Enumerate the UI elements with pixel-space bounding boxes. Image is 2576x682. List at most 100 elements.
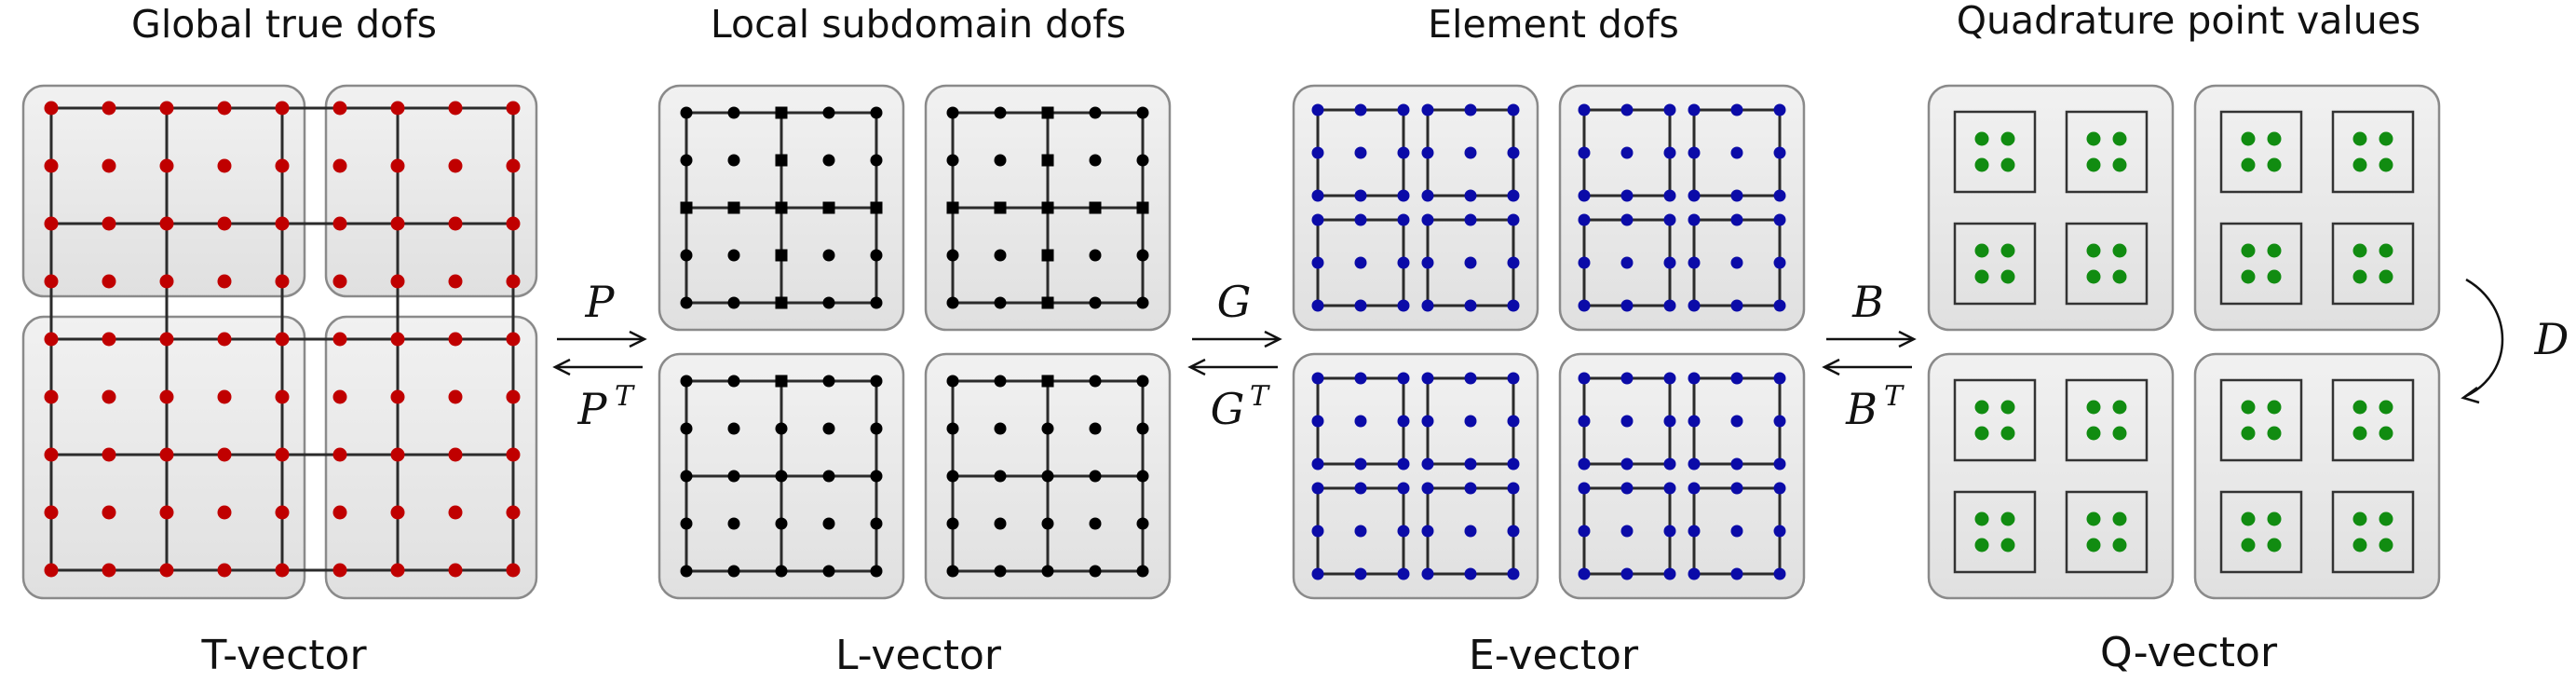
e-dof-point (1773, 299, 1786, 312)
l-dof-point (727, 106, 740, 119)
t-panel-top-right (324, 84, 538, 298)
e-dof-point (1354, 567, 1367, 580)
l-dof-point (727, 375, 740, 388)
e-dof-point (1688, 457, 1701, 471)
operator-b-forward-arrowhead (1898, 330, 1917, 348)
t-dof-point (506, 274, 521, 289)
operator-g-backward-label: G (1211, 384, 1245, 434)
e-dof-point (1354, 299, 1367, 312)
e-panel-tr (1558, 84, 1806, 332)
l-dof-point (870, 375, 883, 388)
t-dof-point (332, 332, 347, 347)
t-dof-point (390, 563, 405, 578)
e-dof-point (1507, 299, 1520, 312)
l-dof-point (1136, 249, 1149, 262)
e-dof-point (1421, 372, 1434, 385)
l-dof-point (946, 470, 959, 483)
l-dof-point (946, 565, 959, 578)
e-dof-point (1663, 299, 1676, 312)
q-point (2000, 157, 2015, 172)
l-dof-point (1089, 106, 1102, 119)
t-panel-bottom-right (324, 315, 538, 600)
e-dof-point (1507, 256, 1520, 269)
l-dof-point (727, 517, 740, 530)
e-dof-point (1311, 567, 1324, 580)
l-dof-point (680, 106, 693, 119)
q-element-box (2219, 490, 2303, 574)
e-dof-point (1578, 482, 1591, 495)
e-dof-point (1464, 415, 1477, 428)
stage-title-e: Element dofs (1428, 2, 1679, 47)
t-dof-point (102, 274, 116, 289)
l-dof-point (1089, 249, 1102, 262)
l-dof-point (822, 249, 835, 262)
operator-g-forward-arrowhead (1264, 330, 1282, 348)
e-dof-point (1578, 299, 1591, 312)
t-dof-point (159, 216, 174, 231)
e-dof-point (1507, 415, 1520, 428)
q-panel-br (2193, 352, 2441, 600)
q-point (2241, 538, 2256, 552)
t-dof-point (275, 274, 290, 289)
t-dof-point (102, 216, 116, 231)
l-dof-point (870, 249, 883, 262)
t-dof-point (390, 332, 405, 347)
l-dof-point (870, 296, 883, 309)
t-dof-point (332, 158, 347, 173)
q-panel-bl (1927, 352, 2175, 600)
q-point (1974, 269, 1989, 284)
e-dof-point (1620, 372, 1634, 385)
q-point (2112, 426, 2127, 441)
t-dof-point (448, 101, 463, 116)
t-dof-point (217, 447, 232, 462)
e-dof-point (1354, 457, 1367, 471)
e-dof-point (1397, 146, 1410, 159)
e-dof-point (1730, 299, 1743, 312)
l-shared-dof-point (680, 201, 693, 214)
t-dof-point (159, 274, 174, 289)
t-dof-point (44, 389, 59, 404)
e-dof-point (1507, 103, 1520, 116)
q-point (1974, 243, 1989, 258)
q-point (2379, 538, 2393, 552)
l-dof-point (1089, 565, 1102, 578)
q-element-box (2065, 378, 2149, 462)
t-dof-point (217, 274, 232, 289)
l-dof-point (775, 517, 788, 530)
t-dof-point (44, 274, 59, 289)
e-dof-point (1354, 213, 1367, 226)
l-dof-point (1136, 375, 1149, 388)
t-dof-point (102, 158, 116, 173)
e-dof-point (1507, 567, 1520, 580)
l-shared-dof-point (1089, 201, 1102, 214)
l-dof-point (1041, 470, 1054, 483)
e-dof-point (1688, 299, 1701, 312)
q-point (2000, 243, 2015, 258)
e-dof-point (1354, 103, 1367, 116)
q-element-box (1953, 110, 2037, 194)
stage-caption-t: T-vector (200, 632, 367, 679)
e-dof-point (1620, 189, 1634, 202)
l-shared-dof-point (1136, 201, 1149, 214)
q-point (2241, 512, 2256, 526)
q-point (2086, 426, 2101, 441)
e-dof-point (1688, 256, 1701, 269)
e-dof-point (1730, 146, 1743, 159)
l-dof-point (946, 296, 959, 309)
t-dof-point (506, 563, 521, 578)
l-dof-point (870, 106, 883, 119)
e-dof-point (1773, 567, 1786, 580)
l-dof-point (1089, 375, 1102, 388)
l-dof-point (1136, 565, 1149, 578)
l-dof-point (680, 565, 693, 578)
e-dof-point (1688, 372, 1701, 385)
e-dof-point (1773, 372, 1786, 385)
e-panel-br (1558, 352, 1806, 600)
operator-g-backward-arrowhead (1187, 358, 1206, 376)
e-dof-point (1773, 103, 1786, 116)
t-dof-point (390, 389, 405, 404)
e-dof-point (1773, 189, 1786, 202)
q-point (2352, 426, 2367, 441)
l-dof-point (1089, 517, 1102, 530)
